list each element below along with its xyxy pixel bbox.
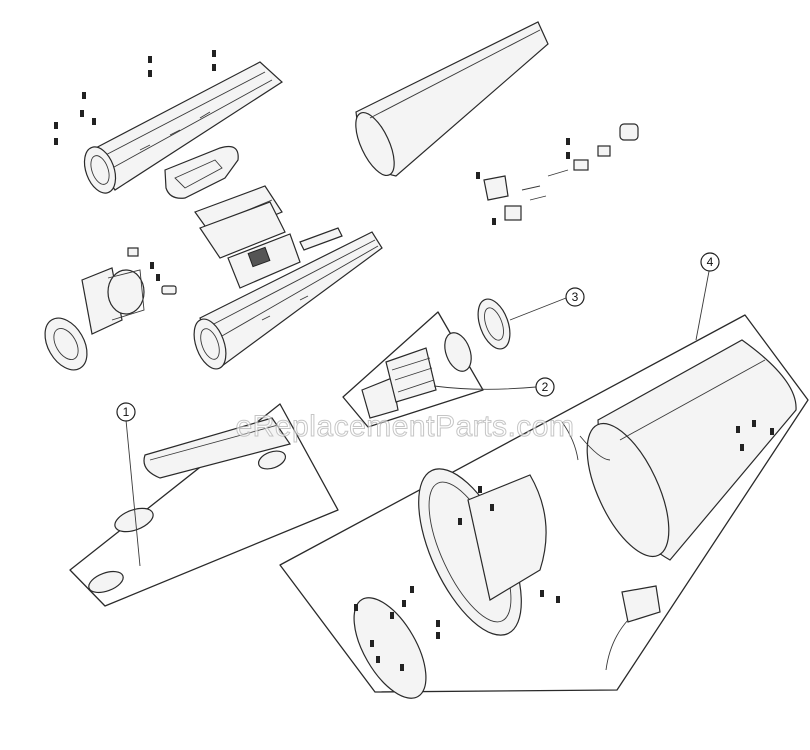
- callout-3-label: 3: [572, 290, 579, 304]
- leader-4: [695, 265, 711, 341]
- callout-4: 4: [700, 252, 720, 272]
- motor-assembly: [81, 247, 177, 335]
- filter-ring-left: [44, 317, 88, 371]
- group-4-charger-adapter: [605, 585, 661, 671]
- handle-body-lower: [193, 231, 383, 370]
- group-4-motor-housing: [418, 468, 547, 636]
- callout-3: 3: [565, 287, 585, 307]
- latch-parts: [476, 123, 639, 225]
- upper-cone: [355, 21, 549, 177]
- battery-pack: [194, 185, 286, 259]
- leader-2: [433, 385, 537, 390]
- group-4-dust-bowl: [586, 339, 797, 561]
- group-4-screws: [354, 420, 774, 671]
- callout-2: 2: [535, 377, 555, 397]
- group-4-springs: [561, 421, 611, 461]
- group-2-filter: [361, 332, 472, 419]
- callout-1: 1: [116, 402, 136, 422]
- group-panel-4: [279, 314, 809, 693]
- callout-1-label: 1: [123, 405, 130, 419]
- watermark: eReplacementParts.com: [235, 410, 575, 444]
- handle-body-upper: [83, 61, 283, 194]
- callout-2-label: 2: [542, 380, 549, 394]
- group-1-nozzle: [88, 417, 291, 594]
- charging-base: [227, 227, 343, 289]
- leader-1: [125, 419, 141, 567]
- leader-3: [509, 297, 567, 321]
- callout-4-label: 4: [707, 255, 714, 269]
- filter-ring-3: [477, 298, 511, 350]
- switch-cover: [164, 145, 239, 199]
- group-panel-2: [342, 311, 484, 428]
- group-4-end-cap: [353, 597, 427, 699]
- screws-upper: [54, 50, 216, 145]
